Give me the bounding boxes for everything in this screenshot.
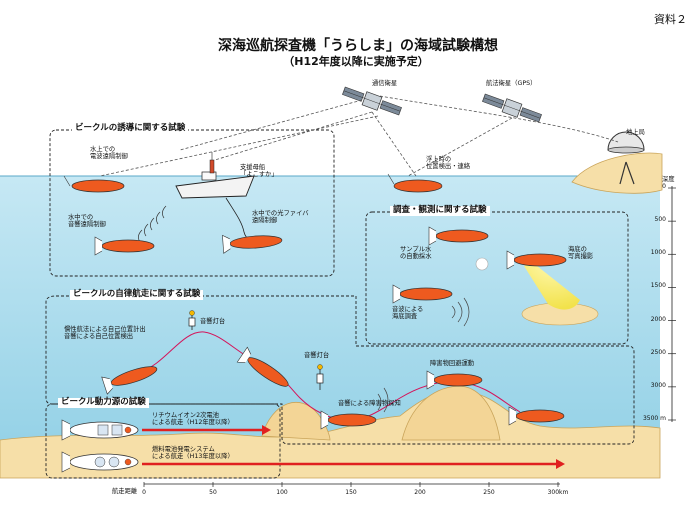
seabed (0, 390, 661, 479)
page-subtitle: （H12年度以降に実施予定） (283, 55, 429, 68)
depth-tick-label: 1500 (650, 282, 666, 290)
vehicle-end-icon (508, 406, 565, 426)
beacon-2-label: 音響灯台 (304, 352, 330, 359)
depth-tick-label: 2500 (650, 348, 666, 356)
depth-axis-label: 深度 (662, 176, 675, 183)
obstacle-avoid-label: 障害物回避運動 (430, 360, 475, 367)
depth-tick-marks (668, 187, 676, 421)
fuel-cell-label: 燃料電池発電システム による航走（H13年度以降） (152, 446, 234, 461)
comm-satellite-label: 通信衛星 (372, 80, 398, 87)
beacon-1-label: 音響灯台 (200, 318, 226, 325)
vehicle-obstacle-avoid-icon (426, 370, 483, 390)
distance-tick-label: 300km (547, 489, 569, 496)
sonar-survey-label: 音波による 海底調査 (392, 306, 424, 321)
vehicle-fiber-remote-icon (222, 234, 283, 254)
camera-light-cone (524, 262, 580, 310)
vehicle-obstacle-detect-icon (320, 410, 377, 430)
document-reference: 資料２ (654, 13, 687, 26)
vehicle-sampling-icon (428, 226, 489, 246)
obstacle-sonar-waves (377, 387, 389, 413)
survey-test-box (365, 211, 629, 345)
vehicle-inertial-nav-icon (101, 366, 158, 395)
depth-tick-label: 3000 (650, 381, 666, 389)
autonomous-test-box (45, 295, 635, 445)
distance-tick-label: 150 (345, 489, 357, 496)
power-test-heading: ビークル動力源の試験 (58, 397, 149, 408)
distance-tick-label: 100 (276, 489, 288, 496)
photo-label: 海底の 写真撮影 (568, 246, 594, 261)
comm-satellite-icon (342, 86, 402, 116)
page-title: 深海巡航探査機「うらしま」の海域試験構想 (218, 38, 498, 54)
vehicle-surface-radio-icon (63, 175, 125, 193)
distance-tick-marks (143, 482, 559, 487)
vehicle-beacon-run-icon (236, 346, 289, 387)
autonomous-test-heading: ビークルの自律航走に関する試験 (70, 289, 204, 300)
sampling-label: サンプル水 の自動採水 (400, 246, 432, 261)
depth-tick-label: 3500 m (642, 415, 666, 422)
distance-tick-label: 200 (414, 489, 426, 496)
ground-station-antenna (607, 131, 645, 185)
depth-tick-label: 2000 (650, 315, 666, 323)
surface-position-label: 浮上時の 位置検出・連絡 (426, 156, 471, 171)
support-ship-icon (175, 152, 255, 199)
acoustic-beacon-2-icon (316, 364, 324, 390)
gps-satellite-icon (482, 93, 542, 123)
sonar-waves (451, 297, 470, 327)
distance-tick-label: 50 (209, 489, 217, 496)
vehicle-lithium-battery-icon (61, 419, 139, 441)
fuel-cell-range-arrow (142, 459, 565, 469)
vehicle-photo-icon (506, 250, 567, 270)
acoustic-remote-label: 水中での 音響遠隔制御 (68, 214, 106, 229)
seabed-rock (261, 402, 331, 441)
ground-station-label: 地上局 (626, 129, 645, 136)
vehicle-fuel-cell-icon (61, 451, 139, 473)
vehicle-surface-gps-icon (387, 173, 443, 193)
survey-test-heading: 調査・観測に関する試験 (390, 205, 490, 216)
support-ship-label: 支援母船 「よこすか」 (240, 164, 278, 179)
obstacle-detect-label: 音響による障害物探知 (338, 400, 401, 407)
depth-tick-label: 500 (654, 216, 666, 224)
lithium-range-arrow (142, 425, 271, 435)
guidance-test-box (49, 129, 335, 277)
fiber-remote-label: 水中での光ファイバ 遠隔制御 (252, 210, 309, 225)
power-test-box (45, 403, 281, 479)
inertial-nav-label: 慣性航法による自己位置計出 音響による自己位置検出 (64, 326, 146, 341)
depth-tick-label: 0 (662, 183, 666, 190)
gps-satellite-label: 航法衛星（GPS） (486, 80, 537, 87)
distance-tick-label: 250 (483, 489, 495, 496)
surface-remote-label: 水上での 電波遠隔制御 (90, 146, 128, 161)
sample-bottle-icon (475, 257, 489, 271)
island (571, 152, 663, 194)
lithium-battery-label: リチウムイオン2次電池 による航走（H12年度以降） (152, 412, 234, 427)
distance-axis-label: 航走距離 (112, 488, 138, 495)
guidance-test-heading: ビークルの誘導に関する試験 (72, 123, 189, 134)
distance-tick-label: 0 (142, 489, 146, 496)
acoustic-beacon-1-icon (188, 310, 196, 330)
depth-tick-label: 1000 (650, 249, 666, 257)
vehicle-acoustic-remote-icon (94, 236, 155, 256)
vehicle-sonar-icon (392, 284, 453, 304)
satellite-links (99, 95, 619, 177)
